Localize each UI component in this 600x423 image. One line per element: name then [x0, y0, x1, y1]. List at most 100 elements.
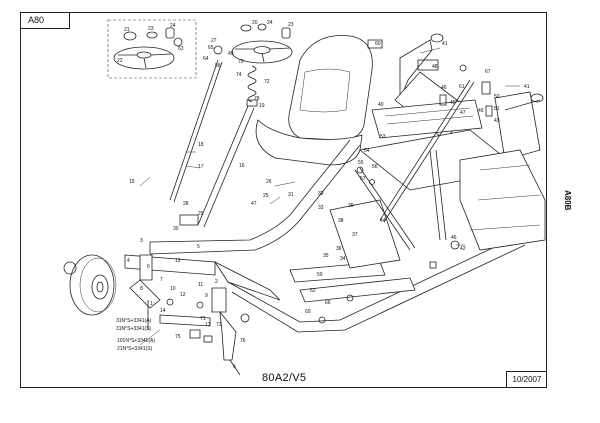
callout-74: 74 — [236, 72, 242, 78]
callout-46c: 46 — [451, 235, 457, 241]
steering-wheel — [231, 23, 293, 64]
callout-36: 36 — [336, 246, 342, 252]
callout-69: 69 — [305, 309, 311, 315]
callout-18: 18 — [198, 142, 204, 148]
callout-66: 66 — [325, 300, 331, 306]
callout-67: 67 — [485, 69, 491, 75]
callout-11: 11 — [198, 282, 203, 288]
part-note-4: 21N°S+3341(S) — [117, 346, 153, 352]
callout-13b: 13 — [205, 322, 211, 328]
callout-34: 34 — [340, 256, 346, 262]
callout-76: 76 — [240, 338, 246, 344]
callout-59: 59 — [317, 272, 323, 278]
callout-50: 50 — [494, 94, 500, 100]
callout-37: 37 — [352, 232, 358, 238]
steering-spring — [246, 65, 258, 107]
callout-72: 72 — [264, 79, 270, 85]
part-notes: 31N°S+3341(A) 31N°S+3341(S) 101N°S+3341(… — [116, 318, 155, 352]
callout-45: 45 — [450, 100, 456, 106]
callout-33: 33 — [318, 205, 324, 211]
steering-wheel-inset — [107, 19, 197, 79]
callout-48: 48 — [432, 64, 438, 70]
callout-47: 47 — [251, 201, 257, 207]
callout-23: 23 — [148, 26, 154, 32]
callout-9: 9 — [205, 293, 208, 299]
callout-5: 5 — [197, 244, 200, 250]
callout-62: 62 — [310, 288, 316, 294]
sheet-code: A80 — [20, 12, 70, 29]
callout-40: 40 — [378, 102, 384, 108]
callout-3: 3 — [140, 238, 143, 244]
callout-19: 19 — [259, 103, 265, 109]
callout-1: 1 — [150, 301, 153, 307]
callout-75: 75 — [175, 334, 181, 340]
callout-24: 24 — [170, 23, 176, 29]
callout-51: 51 — [494, 106, 500, 112]
callout-53: 53 — [380, 134, 386, 140]
hardware-items — [318, 33, 544, 324]
steering-shafts — [169, 45, 255, 228]
callout-47b: 47 — [460, 110, 466, 116]
part-note-3: 101N°S+3341(A) — [117, 338, 155, 344]
model-number: 80A2/V5 — [262, 372, 307, 384]
callout-27: 27 — [211, 38, 217, 44]
callout-numbers: 22 21 23 24 63 20 24 23 27 65 64 49 58 7… — [117, 20, 530, 370]
seat — [255, 35, 383, 166]
callout-38: 38 — [338, 218, 344, 224]
callout-43: 43 — [494, 118, 500, 124]
callout-22: 22 — [117, 58, 123, 64]
callout-58: 58 — [215, 63, 221, 69]
callout-54: 54 — [364, 148, 370, 154]
callout-39: 39 — [348, 203, 354, 209]
callout-8: 8 — [140, 286, 143, 292]
callout-46: 46 — [441, 85, 447, 91]
callout-41b: 41 — [524, 84, 530, 90]
callout-63-inset: 63 — [178, 46, 184, 52]
callout-25: 25 — [263, 193, 269, 199]
callout-21: 21 — [124, 27, 130, 33]
callout-20: 20 — [252, 20, 258, 26]
callout-64: 64 — [203, 56, 209, 62]
callout-32: 32 — [318, 191, 324, 197]
callout-13: 13 — [175, 258, 181, 264]
callout-78: 78 — [254, 96, 260, 102]
callout-17: 17 — [198, 164, 204, 170]
callout-29: 29 — [198, 211, 204, 217]
callout-24b: 24 — [267, 20, 273, 26]
callout-6b: 6 — [233, 364, 236, 370]
callout-14: 14 — [160, 308, 166, 314]
callout-2: 2 — [215, 279, 218, 285]
callout-60: 60 — [375, 41, 381, 47]
callout-44: 44 — [380, 218, 386, 224]
callout-56: 56 — [372, 164, 378, 170]
callout-57: 57 — [360, 176, 366, 182]
callout-71: 71 — [200, 316, 206, 322]
drawing-frame — [20, 12, 547, 388]
callout-30: 30 — [173, 226, 179, 232]
callout-15: 15 — [129, 179, 135, 185]
callout-7: 7 — [160, 277, 163, 283]
callout-55: 55 — [358, 160, 364, 166]
callout-42: 42 — [460, 246, 466, 252]
callout-70: 70 — [238, 59, 244, 65]
front-spindles — [129, 254, 250, 376]
leader-lines — [139, 47, 520, 346]
callout-49: 49 — [228, 51, 234, 57]
callout-16: 16 — [239, 163, 245, 169]
sheet-date: 10/2007 — [506, 371, 547, 388]
steering-wheel-inset-drawing — [113, 27, 183, 70]
callout-6: 6 — [147, 264, 150, 270]
callout-31: 31 — [288, 192, 294, 198]
callout-4: 4 — [127, 258, 130, 264]
callout-28: 28 — [183, 201, 189, 207]
callout-41: 41 — [442, 41, 448, 47]
callout-23b: 23 — [288, 22, 294, 28]
callout-35: 35 — [323, 253, 329, 259]
callout-73: 73 — [216, 322, 222, 328]
callout-65: 65 — [208, 45, 214, 51]
callout-61: 61 — [459, 84, 465, 90]
callout-10: 10 — [170, 286, 176, 292]
callout-49b: 49 — [478, 108, 484, 114]
